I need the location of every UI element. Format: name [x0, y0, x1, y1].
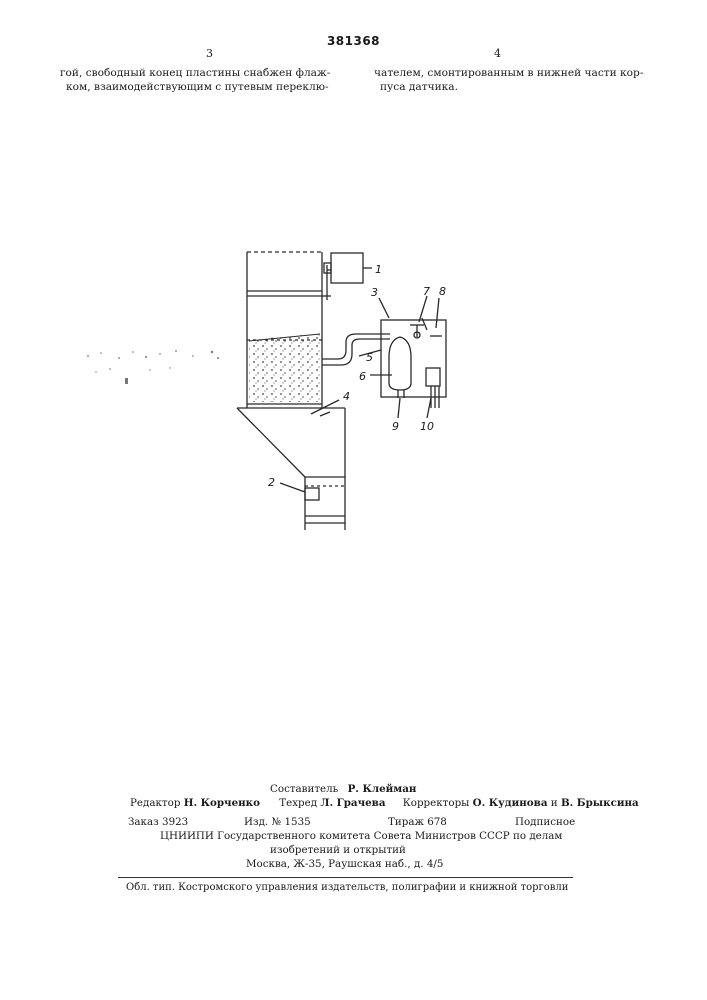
corrector-2-name: В. Брыксина [561, 797, 639, 809]
composer-label: Составитель [270, 783, 338, 795]
corrector-1-name: О. Кудинова [473, 797, 548, 809]
imprint-institute-line-2: изобретений и открытий [270, 843, 406, 857]
figure-label-10: 10 [420, 420, 434, 433]
imprint-circulation: Тираж 678 [388, 815, 447, 829]
correctors-label: Корректоры [403, 797, 470, 809]
imprint-institute-line-1: ЦНИИПИ Государственного комитета Совета … [160, 829, 562, 843]
imprint-order: Заказ 3923 [128, 815, 188, 829]
footer-divider [118, 877, 573, 878]
figure-label-3: 3 [371, 286, 378, 299]
imprint-edition: Изд. № 1535 [244, 815, 311, 829]
composer-name: Р. Клейман [348, 783, 417, 795]
techred-name: Л. Грачева [320, 797, 385, 809]
imprint-printer: Обл. тип. Костромского управления издате… [126, 881, 568, 895]
imprint-composer: Составитель Р. Клейман [270, 782, 416, 796]
figure-label-4: 4 [343, 390, 350, 403]
figure-label-8: 8 [439, 285, 446, 298]
figure-label-9: 9 [392, 420, 399, 433]
and-word: и [551, 797, 558, 809]
figure-label-6: 6 [359, 370, 366, 383]
editor-name: Н. Корченко [184, 797, 260, 809]
figure-label-5: 5 [366, 351, 373, 364]
imprint-address: Москва, Ж-35, Раушская наб., д. 4/5 [246, 857, 443, 871]
figure-label-7: 7 [423, 285, 430, 298]
imprint-staff: Редактор Н. Корченко Техред Л. Грачева К… [130, 796, 639, 810]
figure-label-1: 1 [375, 263, 382, 276]
techred-label: Техред [279, 797, 317, 809]
imprint-subscription: Подписное [515, 815, 575, 829]
editor-label: Редактор [130, 797, 180, 809]
figure-label-2: 2 [268, 476, 275, 489]
